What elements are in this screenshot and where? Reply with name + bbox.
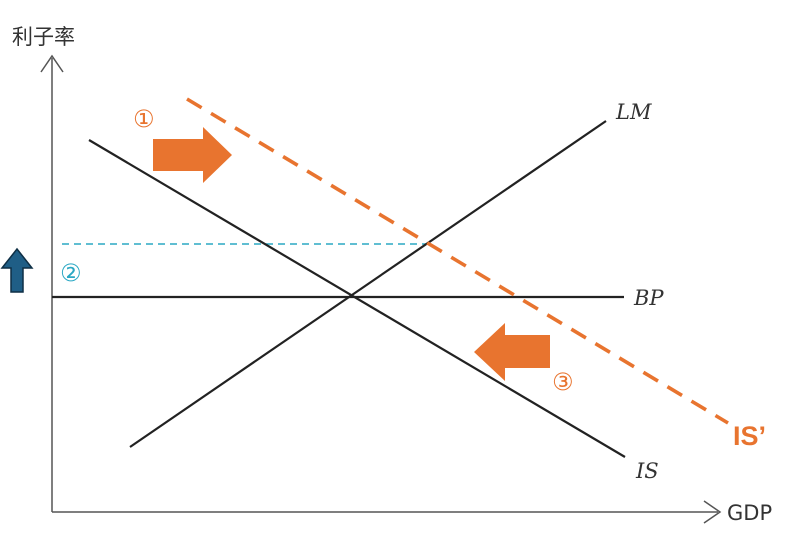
lm-label: LM [615, 100, 652, 124]
lm-curve [129, 120, 607, 448]
curves [52, 120, 626, 458]
is-label: IS [635, 459, 659, 483]
step-2-label: ② [60, 259, 82, 287]
is-shifted-curve [186, 97, 729, 425]
is-shifted-label: IS’ [733, 421, 766, 451]
x-axis-arrowhead [703, 500, 722, 524]
x-axis-label: GDP [727, 501, 772, 525]
arrow-right-icon [153, 127, 232, 183]
bp-label: BP [633, 286, 664, 310]
y-axis-arrowhead [40, 54, 64, 73]
y-axis-label: 利子率 [12, 25, 75, 49]
axes [40, 54, 722, 524]
arrow-up-icon [0, 247, 34, 293]
arrow-left-icon [474, 323, 550, 381]
step-1-label: ① [133, 105, 155, 133]
step-3-label: ③ [552, 368, 574, 396]
is-curve [88, 139, 626, 458]
